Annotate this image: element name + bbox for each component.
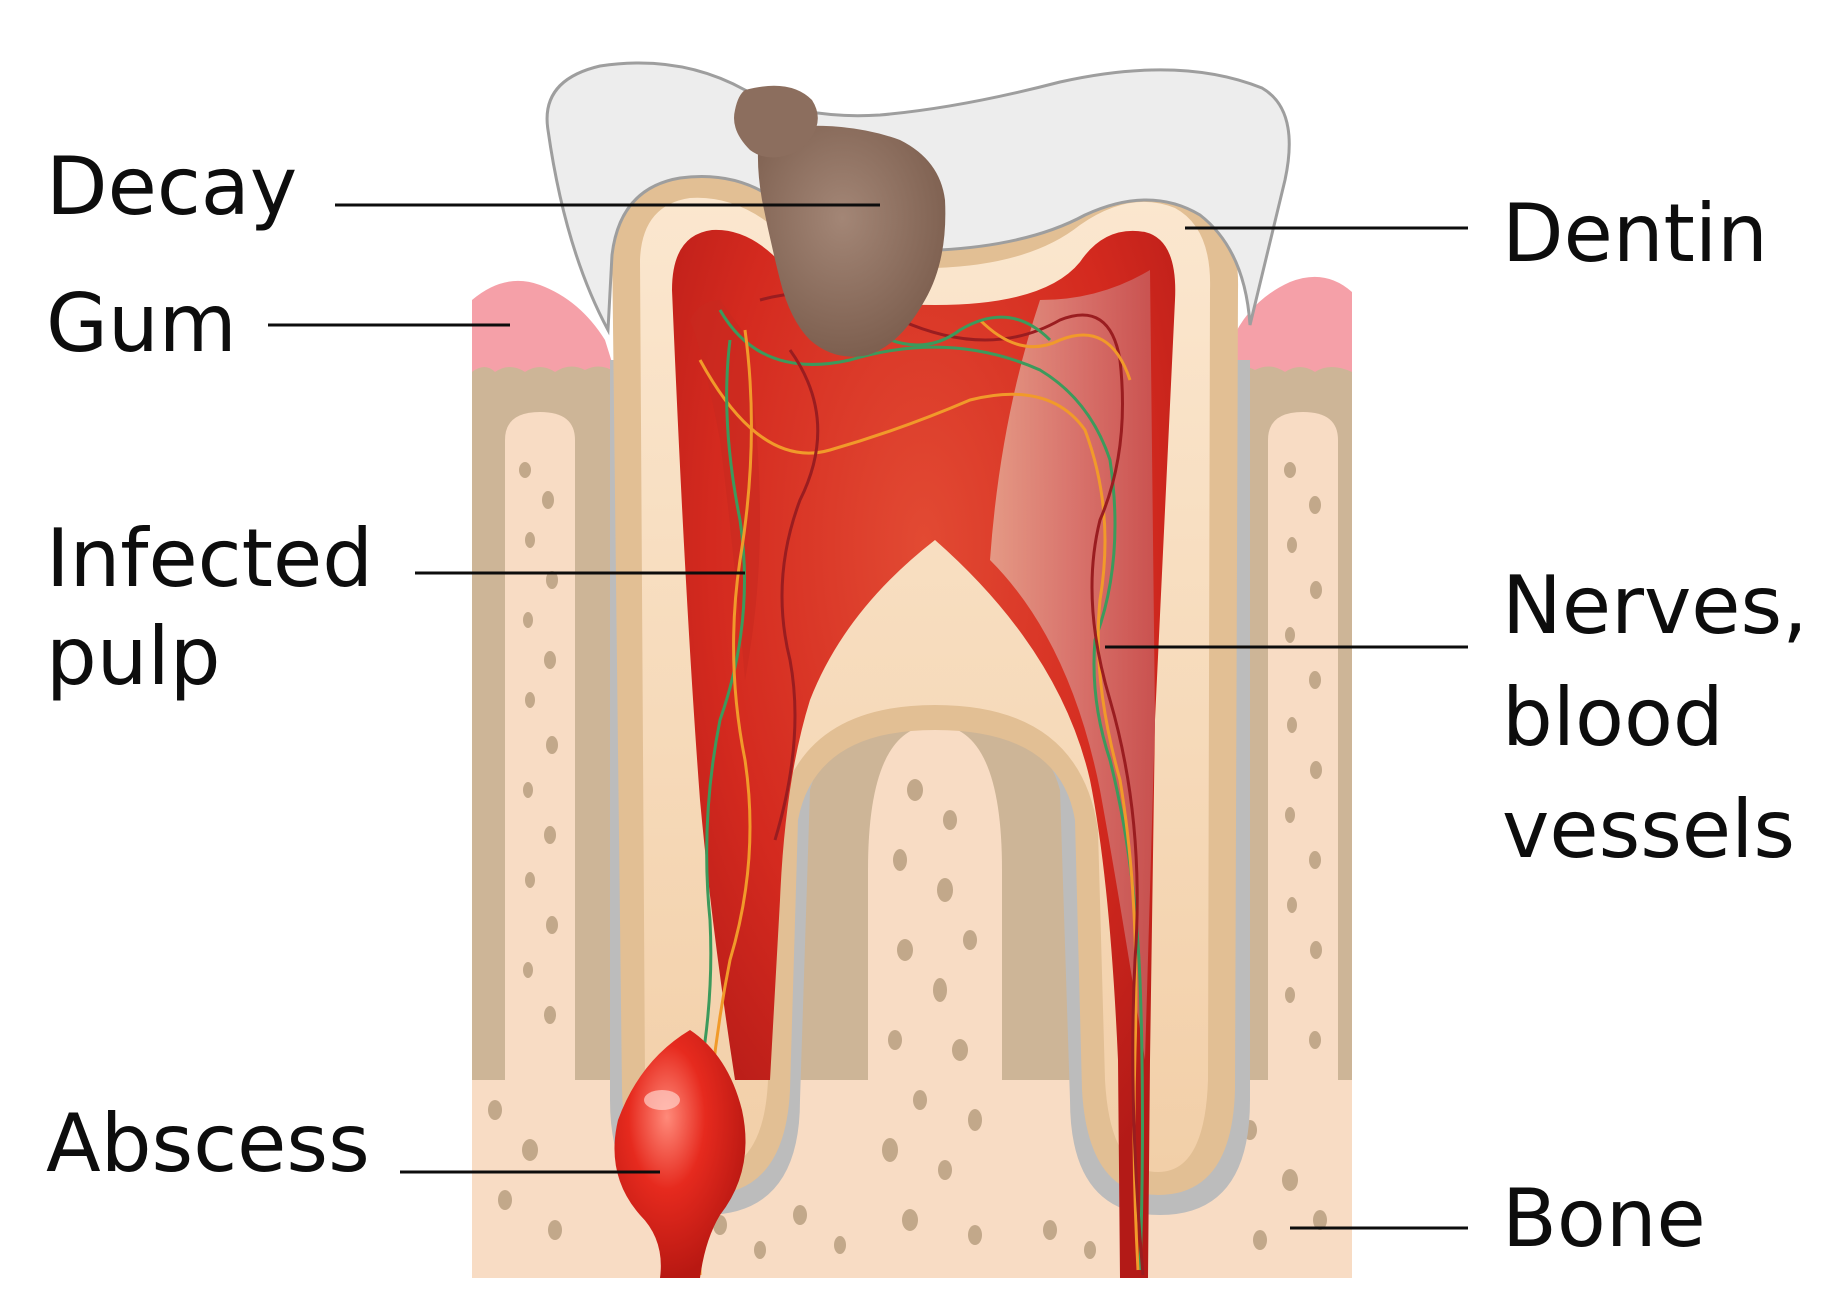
label-nerves-line-1: Nerves, (1502, 559, 1808, 652)
label-infected-pulp-line-2: pulp (46, 609, 221, 703)
label-gum: Gum (46, 277, 237, 370)
leader-lines (268, 203, 1468, 1230)
label-bone: Bone (1502, 1172, 1706, 1265)
decay (734, 85, 946, 357)
label-nerves-line-3: vessels (1502, 783, 1796, 876)
pulp (672, 229, 1176, 1278)
label-abscess: Abscess (46, 1097, 370, 1190)
abscess-bulb (614, 1030, 746, 1278)
gum (472, 276, 1352, 372)
label-infected-pulp-line-1: Infected (46, 512, 374, 605)
label-nerves-line-2: blood (1502, 671, 1724, 764)
label-dentin: Dentin (1502, 187, 1768, 280)
label-nerves-blood-vessels: Nerves, blood vessels (1502, 550, 1808, 886)
label-infected-pulp: Infected pulp (46, 510, 373, 705)
bone-pores (488, 462, 1327, 1259)
label-decay: Decay (46, 140, 298, 233)
